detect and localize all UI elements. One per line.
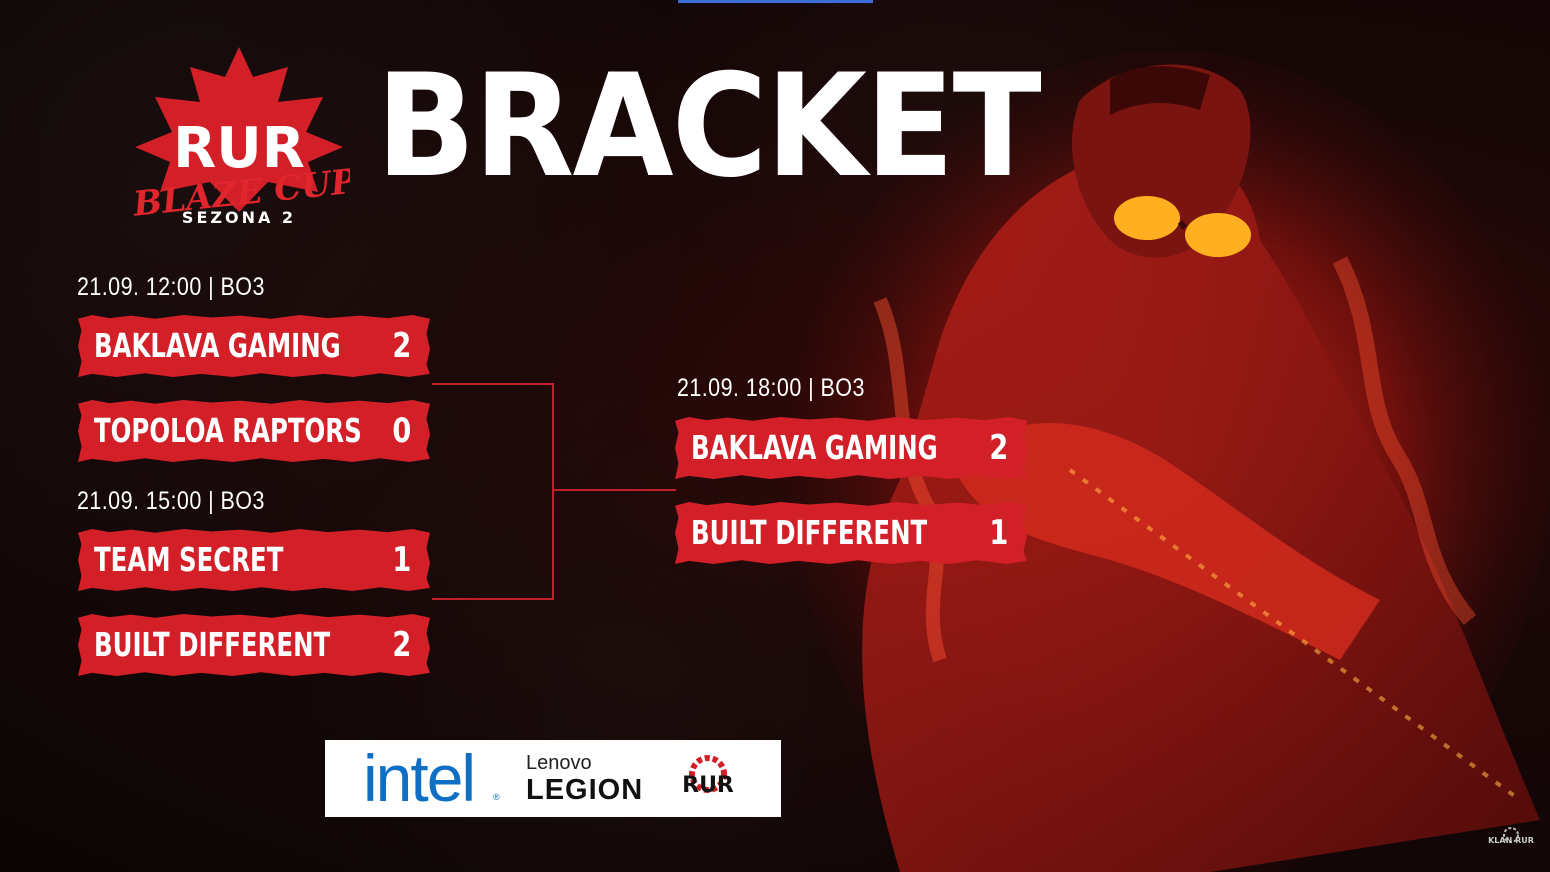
match-2-time-label: 21.09. 15:00 | BO3 — [77, 487, 265, 515]
team-score: 0 — [392, 411, 412, 451]
team-name: BUILT DIFFERENT — [94, 625, 331, 664]
match-1-time-label: 21.09. 12:00 | BO3 — [77, 273, 265, 301]
season-label: SEZONA 2 — [181, 208, 297, 227]
final-team-2-row: BUILT DIFFERENT 1 — [675, 502, 1027, 564]
watermark-text: KLAN RUR — [1488, 836, 1534, 845]
match-2-team-2-row: BUILT DIFFERENT 2 — [78, 614, 430, 676]
team-name: BAKLAVA GAMING — [691, 428, 938, 467]
team-name: TEAM SECRET — [94, 540, 284, 579]
lenovo-text: Lenovo — [526, 752, 592, 774]
intel-registered-mark: ® — [493, 792, 500, 802]
hero-character-art — [790, 50, 1550, 872]
team-score: 1 — [989, 513, 1009, 553]
team-score: 2 — [392, 625, 412, 665]
intel-logo: intel — [363, 741, 476, 815]
logo-rur-text: RUR — [173, 116, 305, 181]
team-score: 1 — [392, 540, 412, 580]
team-score: 2 — [989, 428, 1009, 468]
final-time-label: 21.09. 18:00 | BO3 — [677, 374, 865, 402]
team-name: BAKLAVA GAMING — [94, 326, 341, 365]
rur-blaze-cup-logo: RUR BLAZE CUP — [130, 47, 350, 225]
match-2-team-1-row: TEAM SECRET 1 — [78, 529, 430, 591]
rur-sponsor-text: RUR — [682, 773, 734, 798]
sponsor-bar: intel ® Lenovo LEGION RUR — [325, 740, 781, 817]
top-accent-bar — [678, 0, 873, 3]
final-team-1-row: BAKLAVA GAMING 2 — [675, 417, 1027, 479]
team-name: TOPOLOA RAPTORS — [94, 411, 362, 450]
legion-logo: LEGION — [526, 774, 644, 806]
page-title: BRACKET — [376, 44, 1042, 209]
team-name: BUILT DIFFERENT — [691, 513, 928, 552]
team-score: 2 — [392, 326, 412, 366]
match-1-team-2-row: TOPOLOA RAPTORS 0 — [78, 400, 430, 462]
rur-gear-logo: RUR — [682, 755, 734, 798]
match-1-team-1-row: BAKLAVA GAMING 2 — [78, 315, 430, 377]
klan-rur-watermark-icon — [1503, 827, 1519, 843]
